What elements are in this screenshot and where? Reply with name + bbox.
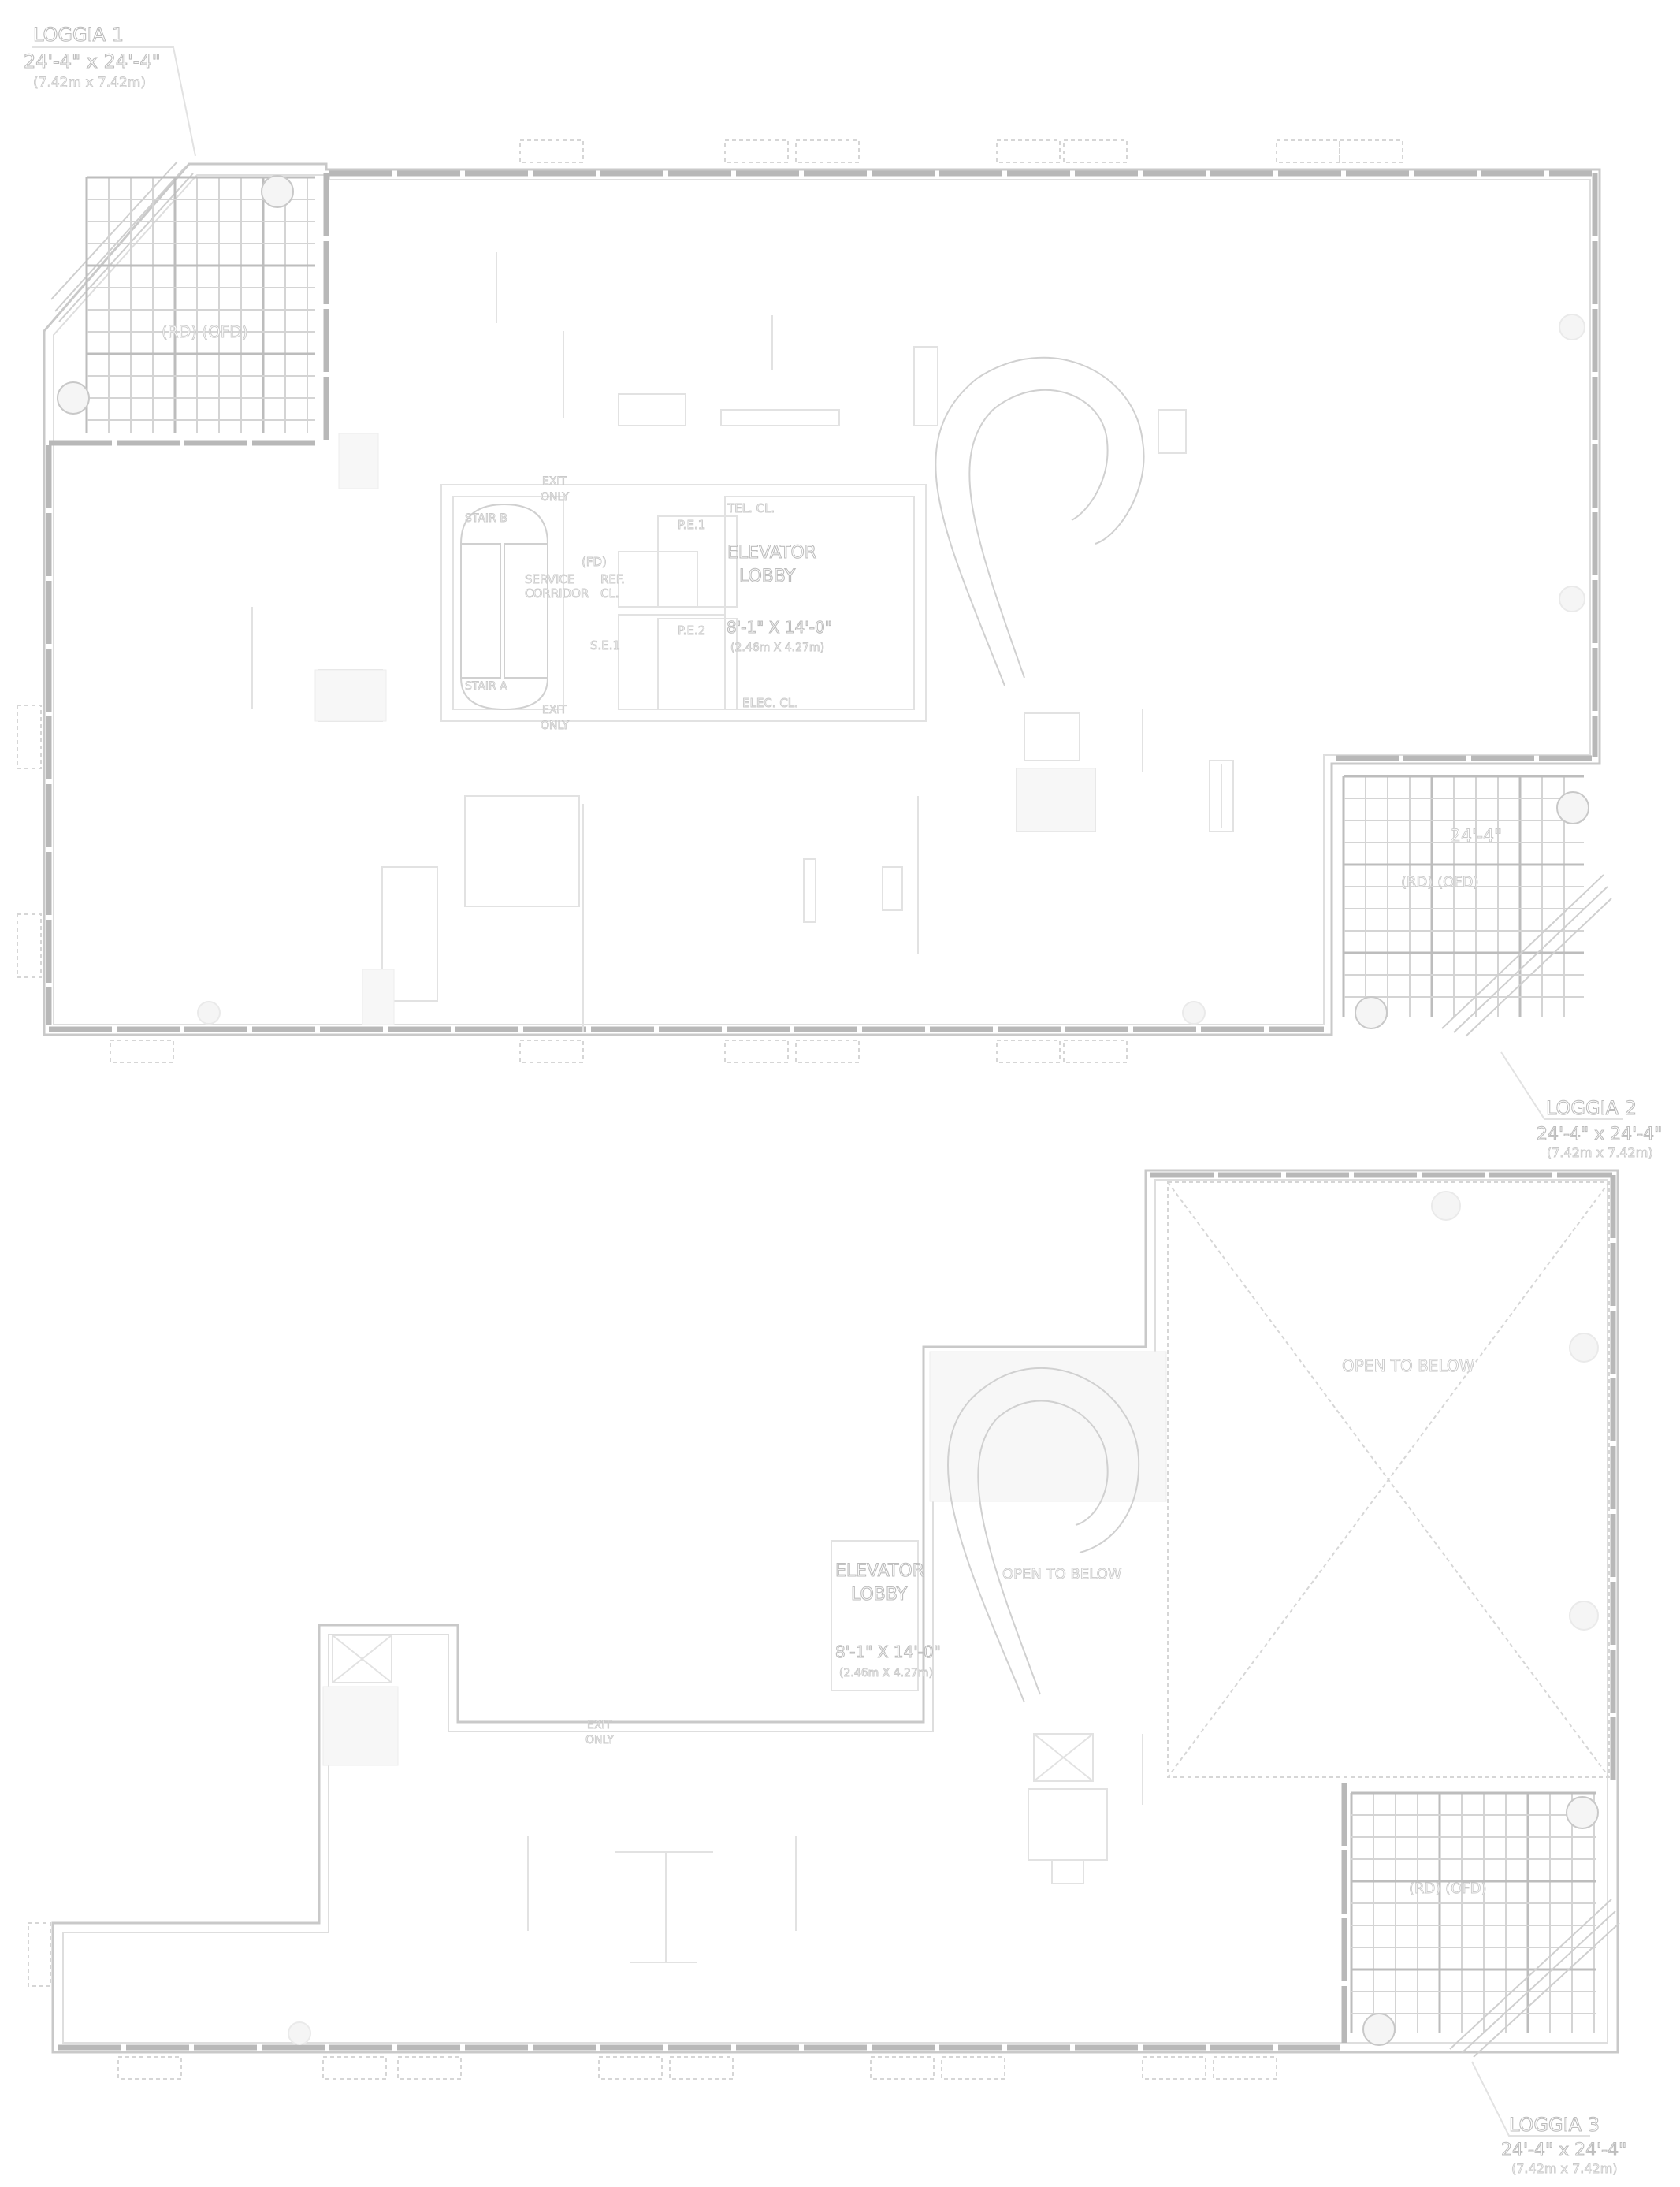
lower-partitions xyxy=(332,1540,1143,1963)
lobby-size: 8'-1" X 14'-0" xyxy=(727,618,832,637)
fd-label: (FD) xyxy=(582,555,607,569)
loggia-3-size: 24'-4" x 24'-4" xyxy=(1501,2141,1626,2160)
exit-top-label: EXIT xyxy=(542,475,567,488)
stair-a-b xyxy=(460,503,548,711)
window-vents xyxy=(17,139,1403,1063)
se1-label: S.E.1 xyxy=(590,638,620,653)
ref-cl-label-2: CL. xyxy=(600,586,619,601)
loggia-2-size: 24'-4" x 24'-4" xyxy=(1537,1125,1662,1144)
lower-wall-columns xyxy=(288,1191,1599,2045)
exit-top-label-2: ONLY xyxy=(541,491,569,504)
loggia-1-name: LOGGIA 1 xyxy=(33,24,124,46)
spiral-stair-lower xyxy=(946,1367,1140,1703)
service-corridor-label-2: CORRIDOR xyxy=(525,586,589,601)
lower-lobby-size: 8'-1" X 14'-0" xyxy=(835,1642,941,1661)
upper-partitions xyxy=(251,252,1234,1032)
upper-floor: (RD) (OFD) LOGGIA 1 24'-4" x 24'-4" (7.4… xyxy=(17,23,1663,1160)
wall-columns xyxy=(197,314,1585,1025)
loggia-2-dim: 24'-4" xyxy=(1450,827,1502,846)
stair-shade xyxy=(929,1351,1167,1502)
lower-elevator-lobby-label: ELEVATOR xyxy=(835,1561,924,1581)
lower-floor: OPEN TO BELOW OPEN TO BELOW ELEVATOR LOB… xyxy=(28,1169,1627,2176)
loggia-3-leader xyxy=(1471,2061,1590,2137)
elec-cl-label: ELEC. CL. xyxy=(742,696,798,710)
shaded-area xyxy=(322,1686,399,1766)
loggia-2: 24'-4" (RD) (OFD) xyxy=(1342,775,1612,1037)
exit-bottom-label: EXIT xyxy=(542,704,567,716)
shaded-areas xyxy=(314,433,1096,1025)
loggia-2-name: LOGGIA 2 xyxy=(1546,1097,1637,1119)
column xyxy=(1362,2013,1396,2046)
open-to-below-stair-label: OPEN TO BELOW xyxy=(1002,1566,1122,1583)
loggia-1-drain-label: (RD) (OFD) xyxy=(162,322,248,341)
lower-exterior-wall xyxy=(51,1169,1619,2054)
loggia-1-tile-grid xyxy=(85,176,315,433)
lower-exit-label-2: ONLY xyxy=(585,1734,614,1746)
loggia-2-leader xyxy=(1500,1051,1623,1120)
loggia-3-drain-label: (RD) (OFD) xyxy=(1409,1880,1487,1897)
upper-interior-wall xyxy=(53,174,1591,1025)
loggia-3-size-metric: (7.42m x 7.42m) xyxy=(1511,2161,1618,2176)
elevator-lobby-label-2: LOBBY xyxy=(739,567,796,586)
pe1-label: P.E.1 xyxy=(678,518,705,532)
pe2-label: P.E.2 xyxy=(678,623,705,638)
loggia-2-tile-grid xyxy=(1342,775,1584,1017)
lobby-size-metric: (2.46m X 4.27m) xyxy=(730,642,824,654)
loggia-1: (RD) (OFD) xyxy=(50,161,315,433)
loggia-1-leader xyxy=(32,46,196,157)
service-corridor-label: SERVICE xyxy=(525,572,574,586)
window-vents-lower xyxy=(28,1922,1277,2080)
lower-exit-label: EXIT xyxy=(587,1719,612,1731)
tel-cl-label: TEL. CL. xyxy=(727,501,775,515)
open-to-below-void xyxy=(1167,1181,1610,1778)
ref-cl-label: REF. xyxy=(600,572,625,586)
loggia-2-size-metric: (7.42m x 7.42m) xyxy=(1547,1145,1653,1160)
spiral-stair-upper xyxy=(935,356,1145,686)
column xyxy=(1355,996,1388,1029)
loggia-1-size-metric: (7.42m x 7.42m) xyxy=(33,75,146,91)
stair-b-label: STAIR B xyxy=(465,512,507,525)
lower-interior-wall xyxy=(62,1179,1608,2044)
exit-bottom-label-2: ONLY xyxy=(541,720,569,732)
column xyxy=(57,381,90,415)
elevator-lobby-label: ELEVATOR xyxy=(727,543,816,563)
loggia-2-drain-label: (RD) (OFD) xyxy=(1401,874,1479,891)
loggia-3: (RD) (OFD) xyxy=(1350,1791,1620,2058)
loggia-3-tile-grid xyxy=(1350,1791,1596,2033)
upper-exterior-wall xyxy=(43,162,1601,1036)
lower-elevator-lobby-label-2: LOBBY xyxy=(851,1585,908,1605)
loggia-1-size: 24'-4" x 24'-4" xyxy=(24,50,161,73)
column xyxy=(261,175,294,208)
column xyxy=(1556,791,1589,824)
column xyxy=(1566,1796,1599,1829)
loggia-3-name: LOGGIA 3 xyxy=(1509,2114,1600,2136)
lower-lobby-size-metric: (2.46m X 4.27m) xyxy=(839,1667,933,1679)
open-to-below-label: OPEN TO BELOW xyxy=(1342,1356,1475,1375)
stair-a-label: STAIR A xyxy=(465,680,507,693)
core-labels: STAIR B STAIR A SERVICE CORRIDOR (FD) RE… xyxy=(465,475,833,733)
